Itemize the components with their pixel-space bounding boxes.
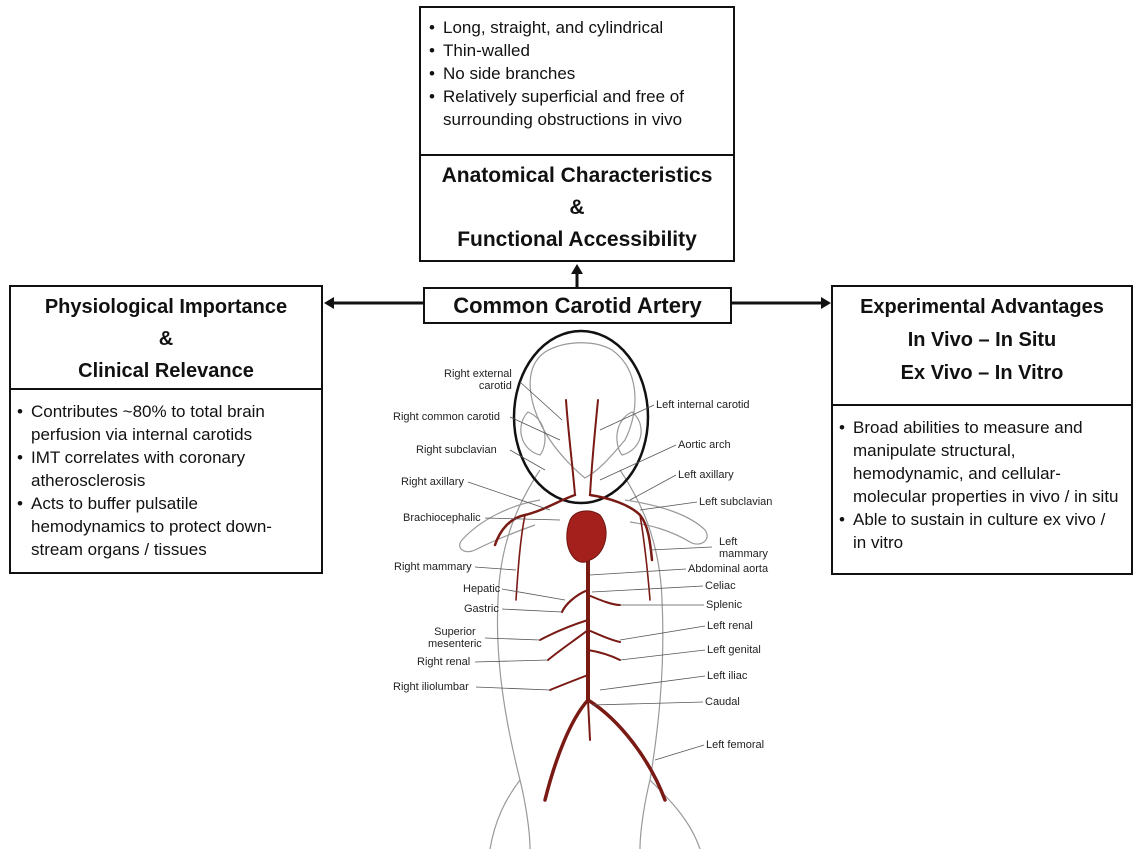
label-right-external-carotid: Right external carotid xyxy=(444,368,512,392)
label-left-mammary-line2: mammary xyxy=(719,548,768,560)
right-common-carotid-vessel xyxy=(566,400,575,495)
label-left-renal: Left renal xyxy=(707,620,753,632)
leader-left-femoral xyxy=(655,745,704,760)
heart-shape xyxy=(567,511,606,562)
right-ear-outline xyxy=(521,412,545,455)
label-splenic: Splenic xyxy=(706,599,742,611)
label-gastric: Gastric xyxy=(464,603,499,615)
label-left-mammary-line1: Left xyxy=(719,536,768,548)
label-celiac: Celiac xyxy=(705,580,736,592)
label-left-axillary: Left axillary xyxy=(678,469,734,481)
label-right-mammary: Right mammary xyxy=(394,561,472,573)
leader-celiac xyxy=(592,586,703,592)
caudal-vessel xyxy=(588,700,590,740)
left-mammary-vessel xyxy=(640,515,650,600)
leader-right-mammary xyxy=(475,567,516,570)
label-superior-mesenteric-line2: mesenteric xyxy=(428,638,482,650)
label-left-internal-carotid: Left internal carotid xyxy=(656,399,750,411)
right-iliolumbar-vessel xyxy=(550,675,588,690)
left-hindlimb-outline xyxy=(650,780,700,849)
label-right-common-carotid: Right common carotid xyxy=(393,411,500,423)
right-mammary-vessel xyxy=(516,515,525,600)
leader-right-axillary xyxy=(468,482,550,510)
left-genital-vessel xyxy=(588,650,620,660)
leader-caudal xyxy=(592,702,703,705)
leader-right-renal xyxy=(475,660,548,662)
label-superior-mesenteric-line1: Superior xyxy=(428,626,482,638)
label-right-external-carotid-line1: Right external xyxy=(444,368,512,380)
label-left-mammary: Left mammary xyxy=(719,536,768,560)
leader-left-axillary xyxy=(630,475,676,500)
label-hepatic: Hepatic xyxy=(463,583,500,595)
right-forelimb-outline xyxy=(460,500,540,552)
leader-left-subclavian xyxy=(640,502,697,510)
splenic-vessel xyxy=(588,595,620,605)
right-renal-vessel xyxy=(548,630,588,660)
right-subclavian-vessel xyxy=(495,495,575,545)
left-common-carotid-vessel xyxy=(590,400,598,495)
label-right-subclavian: Right subclavian xyxy=(416,444,497,456)
label-right-iliolumbar: Right iliolumbar xyxy=(393,681,469,693)
leader-left-iliac xyxy=(600,676,705,690)
left-femoral-vessel xyxy=(588,700,665,800)
leader-right-common-carotid xyxy=(510,417,560,440)
leader-brachiocephalic xyxy=(485,518,560,520)
leader-hepatic xyxy=(502,589,565,600)
label-abdominal-aorta: Abdominal aorta xyxy=(688,563,768,575)
label-brachiocephalic: Brachiocephalic xyxy=(403,512,481,524)
right-hindlimb-outline xyxy=(490,780,520,849)
label-left-genital: Left genital xyxy=(707,644,761,656)
right-iliac-vessel xyxy=(545,700,588,800)
leader-right-iliolumbar xyxy=(476,687,550,690)
label-superior-mesenteric: Superior mesenteric xyxy=(428,626,482,650)
leader-superior-mesenteric xyxy=(485,638,540,640)
label-left-femoral: Left femoral xyxy=(706,739,764,751)
label-right-axillary: Right axillary xyxy=(401,476,464,488)
label-left-subclavian: Left subclavian xyxy=(699,496,772,508)
left-renal-vessel xyxy=(588,630,620,642)
hepatic-gastric-vessel xyxy=(562,590,588,612)
leader-aortic-arch xyxy=(600,445,676,480)
leader-left-mammary xyxy=(650,547,712,550)
superior-mesenteric-vessel xyxy=(540,620,588,640)
leader-gastric xyxy=(502,609,562,612)
label-caudal: Caudal xyxy=(705,696,740,708)
leader-abdominal-aorta xyxy=(590,569,686,575)
label-right-external-carotid-line2: carotid xyxy=(444,380,512,392)
leader-left-internal-carotid xyxy=(600,405,654,430)
label-left-iliac: Left iliac xyxy=(707,670,747,682)
head-outline xyxy=(530,343,635,478)
label-aortic-arch: Aortic arch xyxy=(678,439,731,451)
label-right-renal: Right renal xyxy=(417,656,470,668)
left-ear-outline xyxy=(617,412,641,455)
